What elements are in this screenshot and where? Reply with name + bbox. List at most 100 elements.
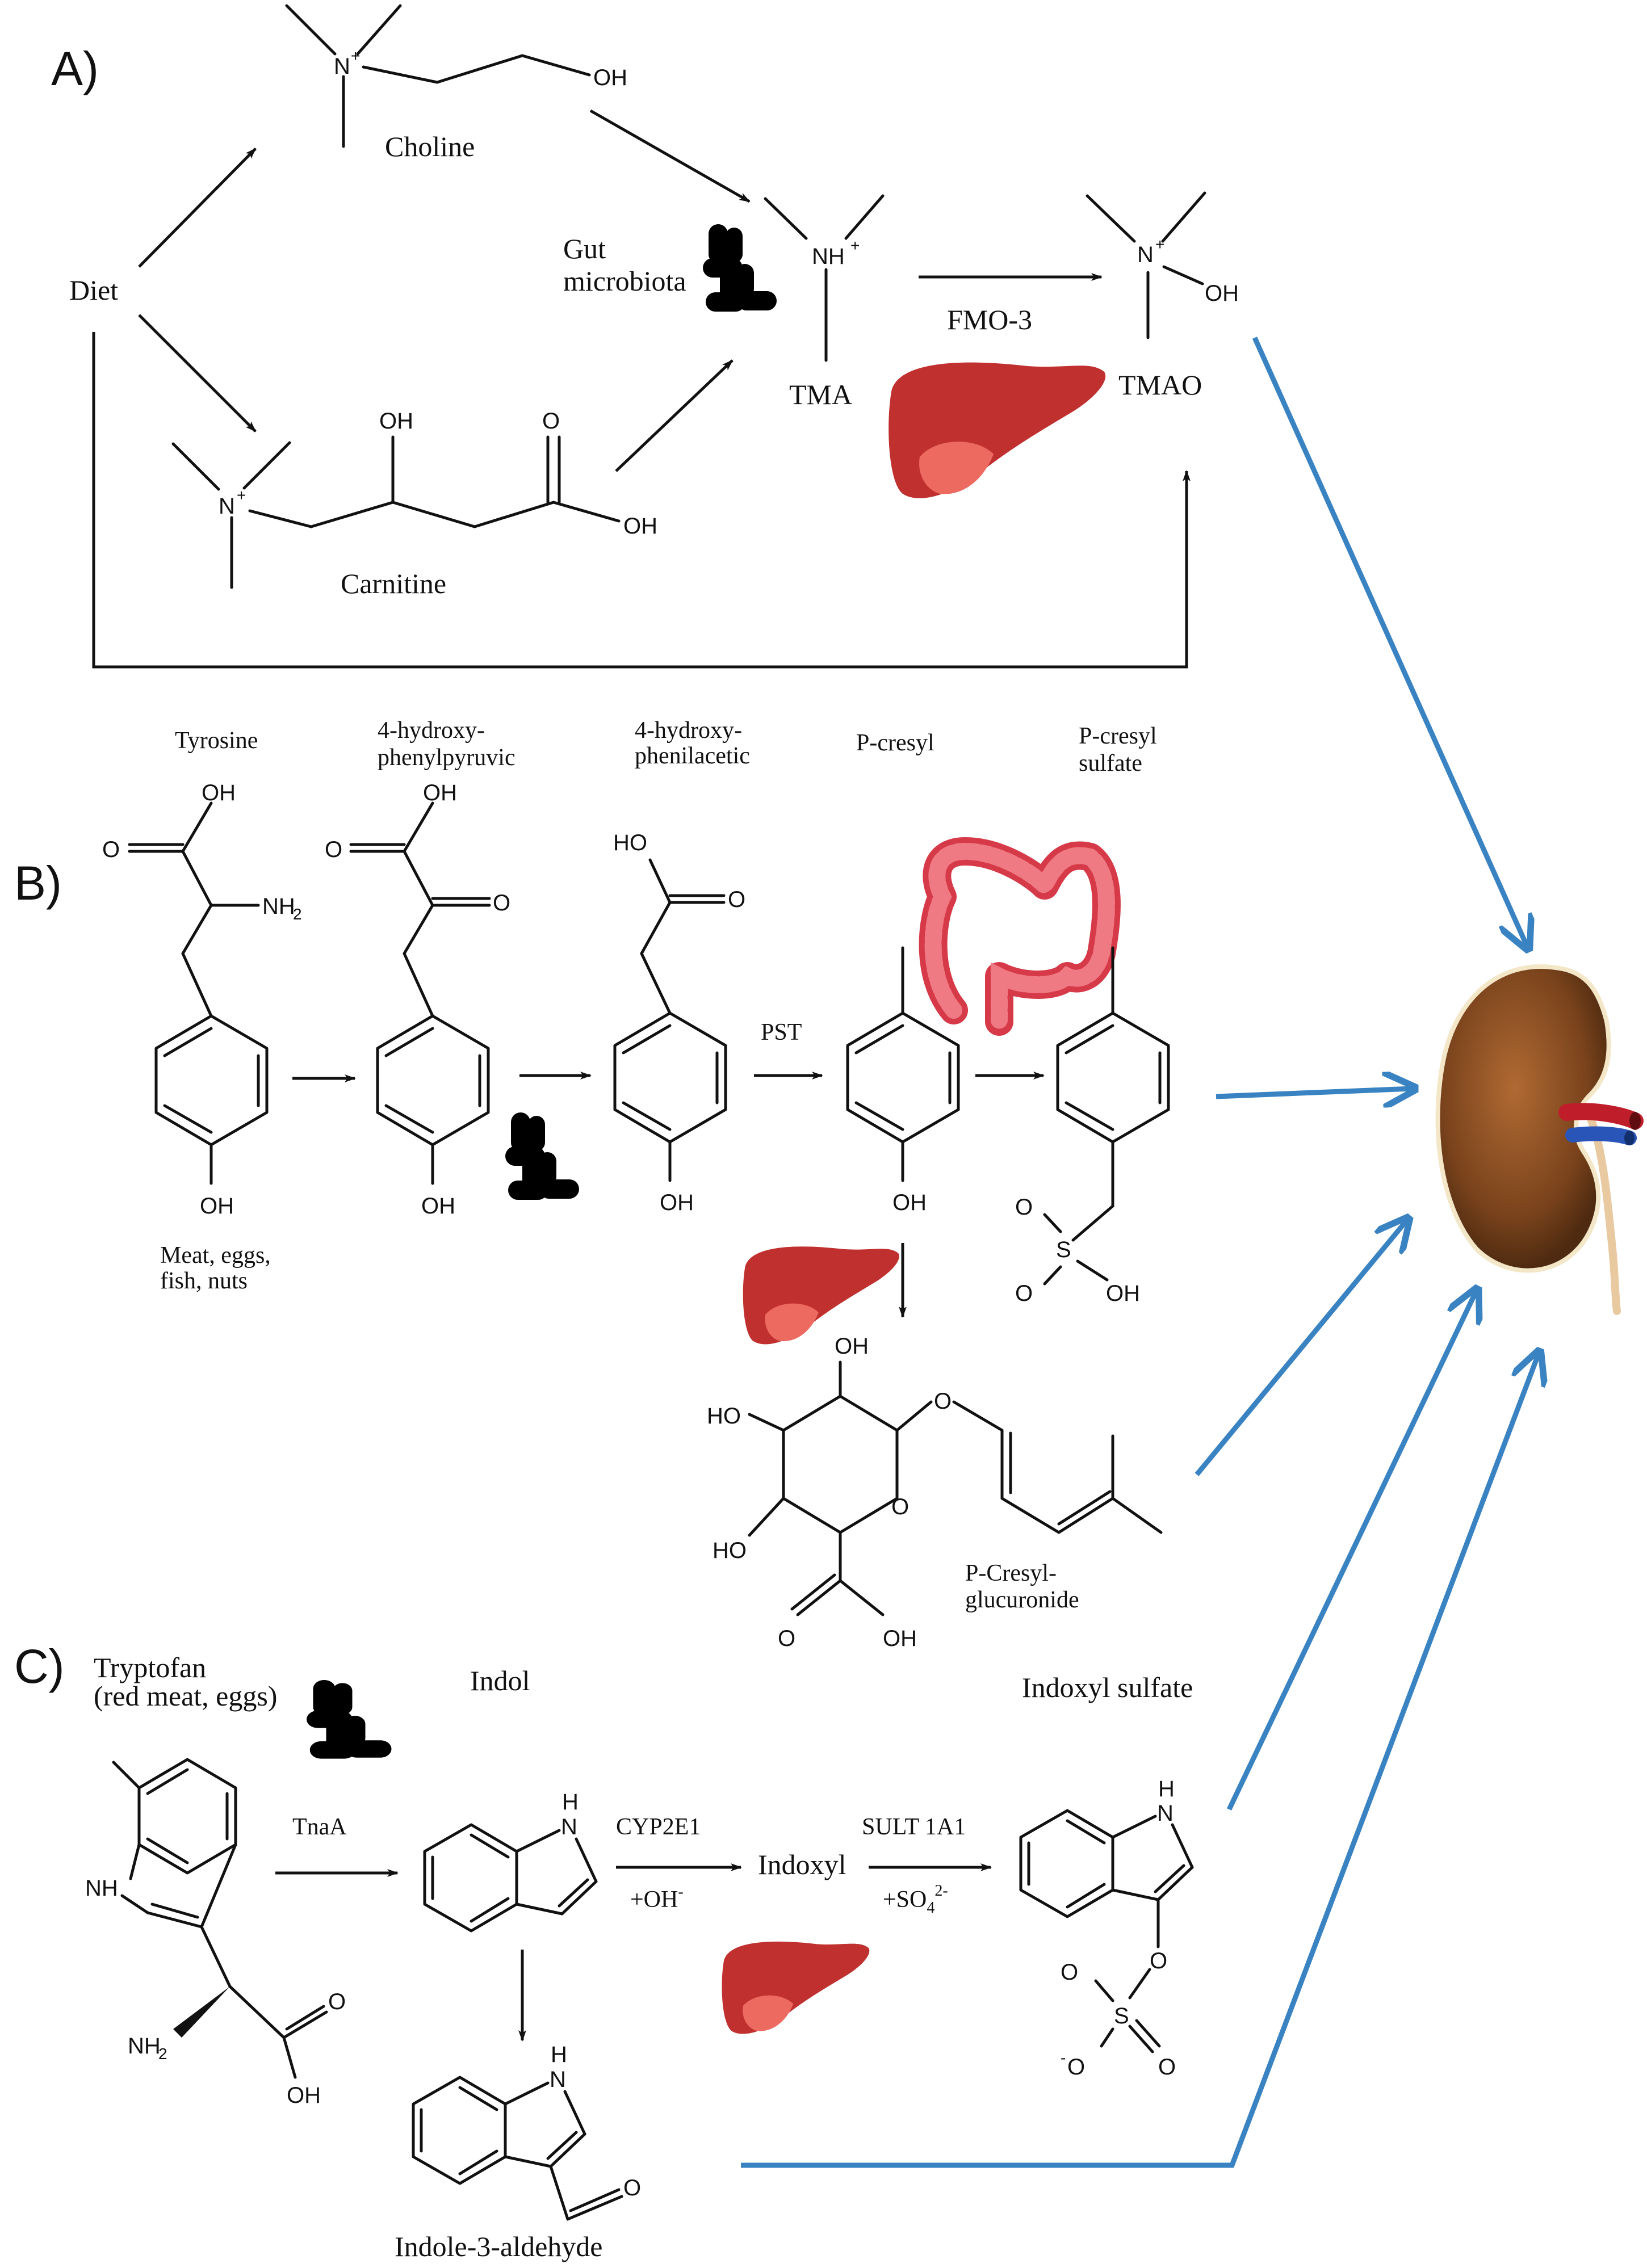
svg-text:OH: OH: [200, 1194, 234, 1219]
diet-label: Diet: [69, 274, 118, 306]
cyp2e1-label: CYP2E1: [616, 1814, 701, 1840]
svg-text:OH: OH: [202, 780, 236, 805]
svg-text:OH: OH: [421, 1194, 455, 1219]
svg-text:HO: HO: [707, 1404, 741, 1429]
hydroxyphenilacetic-molecule: HO O OH: [613, 830, 745, 1215]
svg-text:OH: OH: [1106, 1281, 1140, 1306]
svg-text:O: O: [1061, 1960, 1078, 1985]
bacteria-icon: [505, 1112, 579, 1200]
panel-a-label: A): [51, 42, 99, 95]
svg-text:OH: OH: [379, 409, 413, 434]
indoxyl-label: Indoxyl: [758, 1849, 846, 1880]
svg-text:OH: OH: [593, 65, 627, 90]
svg-text:OH: OH: [835, 1334, 869, 1359]
svg-text:N: N: [561, 1815, 577, 1839]
food-label-1: Meat, eggs,: [160, 1242, 271, 1269]
svg-text:O: O: [623, 2175, 641, 2200]
svg-text:O: O: [728, 887, 745, 912]
svg-text:OH: OH: [660, 1190, 694, 1215]
svg-text:N: N: [219, 494, 235, 519]
svg-text:N: N: [1137, 242, 1154, 267]
svg-text:O: O: [493, 891, 510, 915]
blue-arrow-b-glucuronide: [1195, 1220, 1407, 1476]
tyrosine-molecule: OH O NH 2 OH: [102, 780, 302, 1219]
so4-label: +SO42-: [883, 1882, 948, 1917]
svg-text:O: O: [1067, 2055, 1085, 2080]
arrow-diet-carnitine: [138, 314, 257, 432]
colon-icon: [919, 837, 1121, 1036]
liver-icon: [743, 1246, 899, 1345]
choline-label: Choline: [385, 131, 475, 162]
sult-label: SULT 1A1: [862, 1814, 966, 1840]
svg-text:N: N: [550, 2067, 566, 2092]
svg-text:O: O: [1150, 1948, 1167, 1973]
glucuronide-label-1: P-Cresyl-: [965, 1560, 1057, 1586]
svg-text:O: O: [328, 1989, 346, 2014]
fmo3-label: FMO-3: [947, 304, 1032, 335]
kidney-icon: [1435, 964, 1644, 1315]
svg-text:O: O: [1015, 1281, 1033, 1306]
svg-text:NH: NH: [262, 894, 295, 919]
panel-b-label: B): [14, 856, 62, 910]
svg-text:HO: HO: [613, 830, 647, 855]
p-cresyl-molecule: OH: [846, 946, 960, 1215]
arrow-diet-tmao: [92, 332, 1191, 669]
tmao-label: TMAO: [1118, 369, 1202, 401]
indoxyl-sulfate-molecule: H N O O S - O O: [1019, 1776, 1194, 2080]
svg-text:NH: NH: [128, 2034, 161, 2059]
hydroxyphenylpyruvic-molecule: OH O O OH: [325, 780, 510, 1219]
hydroxyphenylpyruvic-label-1: 4-hydroxy-: [378, 717, 485, 744]
liver-icon: [889, 362, 1106, 498]
bacteria-icon: [307, 1680, 392, 1759]
carnitine-molecule: N + OH O OH: [171, 409, 657, 589]
svg-text:2: 2: [158, 2045, 167, 2063]
svg-text:H: H: [1158, 1776, 1175, 1801]
tryptophan-label-1: Tryptofan: [94, 1652, 206, 1683]
hydroxyphenilacetic-label-2: phenilacetic: [635, 743, 750, 769]
tmao-molecule: N + OH: [1086, 191, 1239, 339]
hydroxyphenilacetic-label-1: 4-hydroxy-: [635, 717, 742, 744]
food-label-2: fish, nuts: [160, 1268, 248, 1294]
svg-text:+: +: [850, 237, 860, 254]
svg-text:NH: NH: [85, 1876, 118, 1901]
p-cresyl-sulfate-molecule: O S O OH: [1015, 946, 1170, 1306]
svg-text:O: O: [542, 409, 560, 434]
svg-text:+: +: [351, 47, 360, 65]
oh-minus-label: +OH-: [630, 1883, 684, 1913]
svg-text:O: O: [1015, 1195, 1033, 1220]
diet-group: Diet: [69, 274, 118, 306]
tma-molecule: NH +: [764, 194, 885, 362]
blue-arrow-b-sulfate: [1216, 1089, 1413, 1097]
svg-text:OH: OH: [1205, 281, 1239, 306]
glucuronide-label-2: glucuronide: [965, 1587, 1079, 1613]
svg-text:2: 2: [293, 905, 302, 923]
svg-text:S: S: [1056, 1237, 1071, 1262]
svg-text:OH: OH: [883, 1626, 917, 1651]
p-cresyl-sulfate-label-2: sulfate: [1079, 750, 1142, 776]
panel-c-label: C): [14, 1640, 65, 1693]
blue-arrow-a: [1252, 337, 1527, 947]
p-cresyl-glucuronide-molecule: OH HO HO O O O OH: [707, 1334, 1163, 1651]
bacteria-icon: [703, 224, 777, 312]
p-cresyl-label: P-cresyl: [856, 730, 934, 756]
svg-text:HO: HO: [713, 1538, 747, 1563]
svg-text:OH: OH: [623, 514, 657, 539]
indole-aldehyde-molecule: H N O: [412, 2042, 641, 2221]
tma-label: TMA: [789, 379, 852, 410]
indole-aldehyde-label: Indole-3-aldehyde: [395, 2231, 603, 2262]
blue-arrow-c-aldehyde: [741, 1354, 1539, 2168]
svg-text:-: -: [1061, 2049, 1066, 2067]
indoxyl-sulfate-label: Indoxyl sulfate: [1022, 1671, 1193, 1703]
svg-text:OH: OH: [892, 1190, 927, 1215]
hydroxyphenylpyruvic-label-2: phenylpyruvic: [378, 745, 516, 771]
liver-icon: [722, 1941, 870, 2034]
svg-text:OH: OH: [423, 780, 457, 805]
svg-text:H: H: [551, 2042, 567, 2067]
indol-label: Indol: [470, 1665, 530, 1696]
svg-text:NH: NH: [812, 244, 845, 269]
indol-molecule: H N: [423, 1790, 598, 1933]
svg-text:O: O: [1158, 2055, 1176, 2080]
p-cresyl-sulfate-label-1: P-cresyl: [1079, 723, 1157, 749]
gut-microbiota-label-1: Gut: [563, 233, 606, 264]
